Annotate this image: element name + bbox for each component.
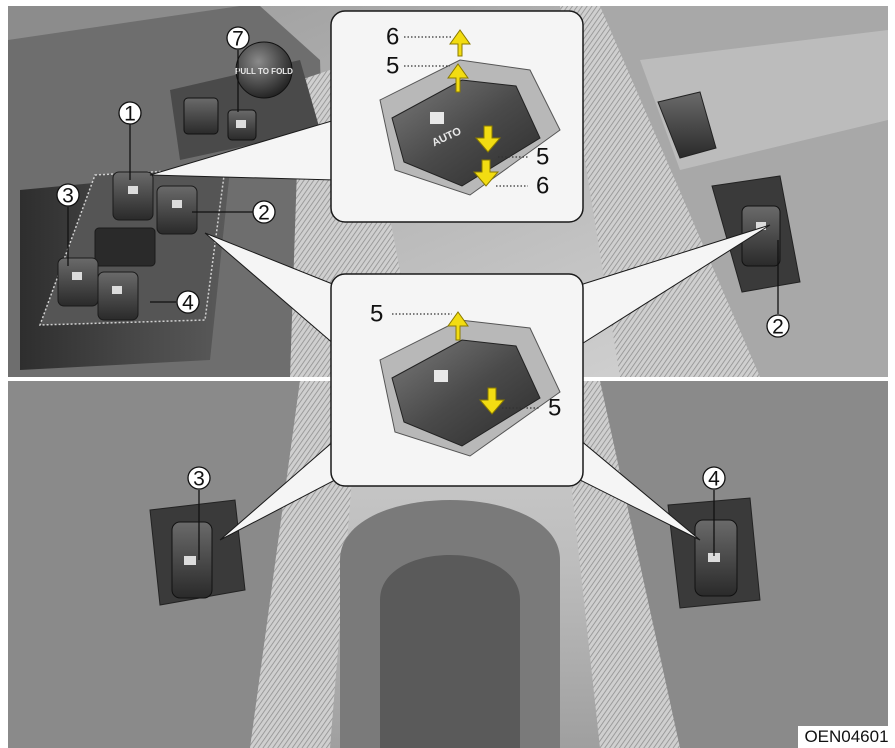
label-5-up: 5 (386, 53, 399, 80)
svg-text:PULL TO FOLD: PULL TO FOLD (235, 67, 293, 76)
figure-code: OEN04601 (798, 726, 895, 748)
door-lock-switch (184, 98, 218, 134)
driver-switch (113, 172, 153, 220)
svg-text:4: 4 (708, 468, 720, 491)
svg-text:2: 2 (772, 316, 784, 339)
window-icon-2 (434, 370, 448, 382)
auto-switch-inset: AUTO 6 5 5 6 (331, 11, 583, 222)
rear-left-switch (58, 258, 98, 306)
svg-text:2: 2 (258, 202, 270, 225)
rear-right-switch (98, 272, 138, 320)
label-5-down: 5 (536, 144, 549, 171)
svg-text:3: 3 (193, 468, 205, 491)
svg-text:1: 1 (124, 103, 136, 126)
svg-text:7: 7 (232, 28, 244, 51)
svg-text:3: 3 (62, 185, 74, 208)
front-passenger-switch (157, 186, 197, 234)
label-5-up-manual: 5 (370, 301, 383, 328)
manual-switch-inset: 5 5 (331, 274, 583, 486)
window-icon (430, 112, 444, 124)
svg-text:4: 4 (182, 292, 194, 315)
label-6-up: 6 (386, 24, 399, 51)
label-6-down: 6 (536, 173, 549, 200)
label-5-down-manual: 5 (548, 395, 561, 422)
